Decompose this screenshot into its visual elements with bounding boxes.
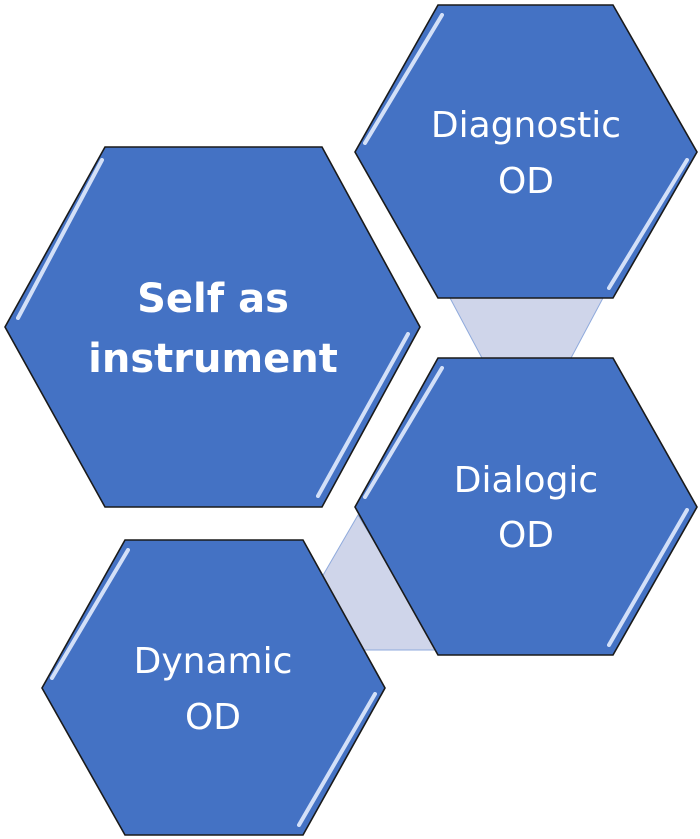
hexagon-dynamic-od[interactable]: Dynamic OD (41, 539, 386, 836)
center-label-line1: Self as (137, 276, 289, 322)
connector-diagnostic-dialogic (449, 297, 604, 359)
center-label-line2: instrument (88, 336, 338, 382)
dynamic-label-line2: OD (185, 697, 241, 738)
dynamic-label-line1: Dynamic (134, 641, 293, 682)
hexagon-self-as-instrument[interactable]: Self as instrument (4, 146, 421, 508)
hexagon-dialogic-od[interactable]: Dialogic OD (354, 357, 698, 656)
diagnostic-label-line1: Diagnostic (431, 105, 621, 146)
hexagon-diagnostic-od[interactable]: Diagnostic OD (354, 4, 698, 299)
dialogic-label-line2: OD (498, 515, 554, 556)
dialogic-label-line1: Dialogic (454, 460, 598, 501)
diagnostic-label-line2: OD (498, 161, 554, 202)
